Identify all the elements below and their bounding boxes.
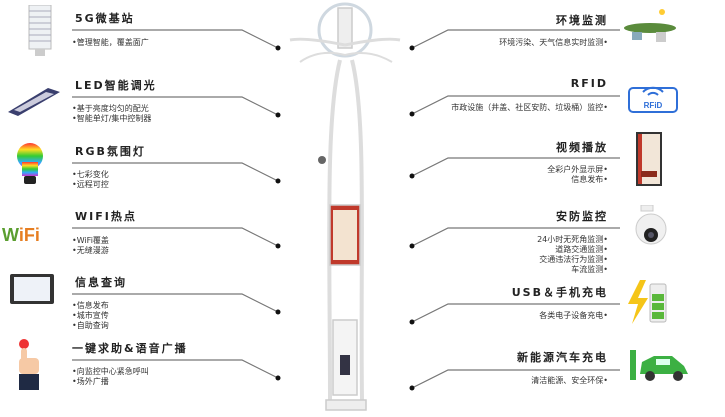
feature-desc: 24小时无死角监测•道路交通监测•交通违法行为监测•车流监测•	[537, 235, 608, 275]
desc-item: •自助查询	[72, 321, 109, 330]
feature-title-security: 安防监控	[556, 210, 608, 223]
desc-item: 车流监测•	[571, 265, 608, 274]
feature-title-led: LED智能调光	[75, 79, 157, 92]
feature-desc: 清洁能源、安全环保•	[531, 376, 608, 386]
tablet-icon	[10, 274, 54, 304]
desc-item: •智能单灯/集中控制器	[72, 114, 152, 123]
battery-icon	[628, 280, 667, 324]
desc-item: 各类电子设备充电•	[539, 311, 608, 320]
rfid-icon: RFiD	[628, 86, 678, 113]
wifi-icon: WiFi	[2, 225, 40, 245]
desc-item: 道路交通监测•	[555, 245, 608, 254]
desc-item: •无缝漫游	[72, 246, 109, 255]
desc-item: •远程可控	[72, 180, 109, 189]
feature-title-ev: 新能源汽车充电	[517, 351, 608, 364]
desc-item: 信息发布•	[571, 175, 608, 184]
help-button-icon	[19, 339, 39, 390]
desc-item: •WiFi覆盖	[72, 236, 109, 245]
feature-desc: •信息发布•城市宣传•自助查询	[72, 301, 109, 331]
feature-title-rfid: RFID	[570, 77, 608, 90]
ev-car-icon	[630, 350, 688, 381]
desc-item: 交通违法行为监测•	[539, 255, 608, 264]
feature-title-video: 视频播放	[556, 141, 608, 154]
feature-desc: •管理智能，覆盖面广	[72, 38, 149, 48]
feature-desc: •向监控中心紧急呼叫•场外广播	[72, 367, 149, 387]
feature-title-info: 信息查询	[75, 276, 127, 289]
feature-title-environment: 环境监测	[556, 14, 608, 27]
desc-item: 24小时无死角监测•	[537, 235, 608, 244]
desc-item: •场外广播	[72, 377, 109, 386]
feature-desc: •WiFi覆盖•无缝漫游	[72, 236, 109, 256]
feature-title-help: 一键求助&语音广播	[72, 342, 188, 355]
desc-item: 环境污染、天气信息实时监测•	[499, 38, 608, 47]
desc-item: •七彩变化	[72, 170, 109, 179]
feature-title-rgb: RGB氛围灯	[75, 145, 146, 158]
feature-desc: 各类电子设备充电•	[539, 311, 608, 321]
environment-icon	[624, 9, 676, 42]
smart-pole-illustration	[289, 2, 401, 411]
feature-title-wifi: WIFI热点	[75, 210, 137, 223]
desc-item: •信息发布	[72, 301, 109, 310]
feature-title-usb: USB＆手机充电	[511, 286, 608, 299]
5g-antenna-icon	[28, 5, 52, 56]
desc-item: 全彩户外显示屏•	[547, 165, 608, 174]
desc-item: •向监控中心紧急呼叫	[72, 367, 149, 376]
rfid-label: RFiD	[644, 101, 663, 110]
desc-item: 清洁能源、安全环保•	[531, 376, 608, 385]
rgb-bulb-icon	[17, 143, 43, 184]
desc-item: •管理智能，覆盖面广	[72, 38, 149, 47]
feature-desc: 环境污染、天气信息实时监测•	[499, 38, 608, 48]
desc-item: 市政设施（井盖、社区安防、垃圾桶）监控•	[451, 103, 608, 112]
camera-icon	[635, 205, 667, 245]
feature-desc: 市政设施（井盖、社区安防、垃圾桶）监控•	[451, 103, 608, 113]
led-lamp-icon	[8, 88, 60, 116]
desc-item: •基于亮度均匀的配光	[72, 104, 149, 113]
feature-desc: 全彩户外显示屏•信息发布•	[547, 165, 608, 185]
desc-item: •城市宣传	[72, 311, 109, 320]
feature-title-5g: 5G微基站	[75, 12, 135, 25]
display-screen-icon	[636, 132, 662, 186]
feature-desc: •七彩变化•远程可控	[72, 170, 109, 190]
feature-desc: •基于亮度均匀的配光•智能单灯/集中控制器	[72, 104, 151, 124]
